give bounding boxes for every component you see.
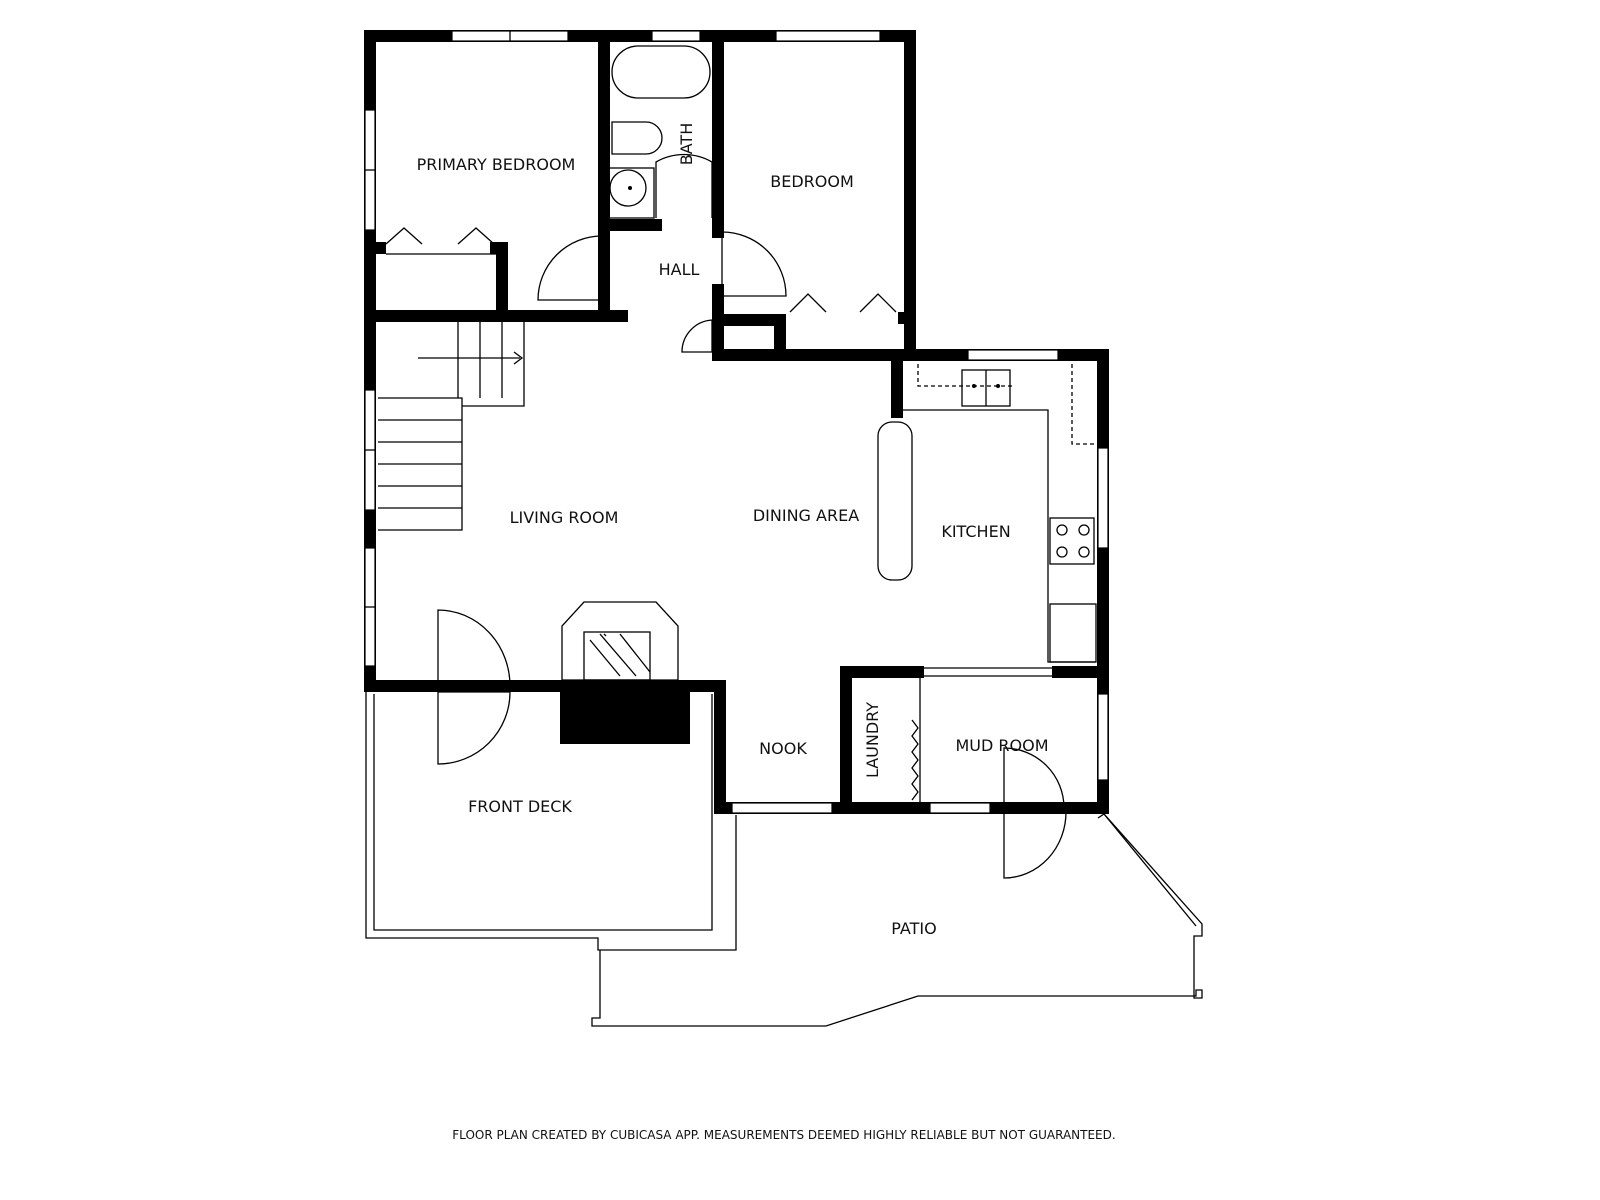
windows: [364, 30, 1109, 814]
room-label-hall: HALL: [659, 260, 700, 279]
bathtub-icon: [611, 45, 711, 99]
room-label-bath: BATH: [677, 123, 696, 165]
room-label-living-room: LIVING ROOM: [510, 508, 619, 527]
doors: [385, 153, 1067, 879]
room-label-patio: PATIO: [891, 919, 936, 938]
room-label-kitchen: KITCHEN: [941, 522, 1010, 541]
room-label-dining-area: DINING AREA: [753, 506, 859, 525]
kitchen-fixtures: [877, 362, 1097, 663]
island-counter: [877, 421, 913, 581]
fireplace-icon: [560, 601, 690, 744]
room-label-front-deck: FRONT DECK: [468, 797, 572, 816]
toilet-icon: [611, 121, 663, 155]
sink-icon: [607, 167, 655, 219]
stairs-icon: [378, 318, 525, 531]
fridge-icon: [1049, 603, 1097, 663]
bath-fixtures: [607, 45, 711, 219]
stove-icon: [1049, 517, 1095, 565]
front-deck-outline: [365, 690, 737, 951]
room-label-primary-bedroom: PRIMARY BEDROOM: [417, 155, 576, 174]
disclaimer-footer: FLOOR PLAN CREATED BY CUBICASA APP. MEAS…: [452, 1128, 1116, 1142]
patio-outline: [591, 813, 1203, 1027]
walls: [364, 30, 1109, 814]
room-label-bedroom: BEDROOM: [770, 172, 854, 191]
room-label-nook: NOOK: [759, 739, 807, 758]
room-label-mud-room: MUD ROOM: [955, 736, 1048, 755]
room-label-laundry: LAUNDRY: [863, 702, 882, 778]
